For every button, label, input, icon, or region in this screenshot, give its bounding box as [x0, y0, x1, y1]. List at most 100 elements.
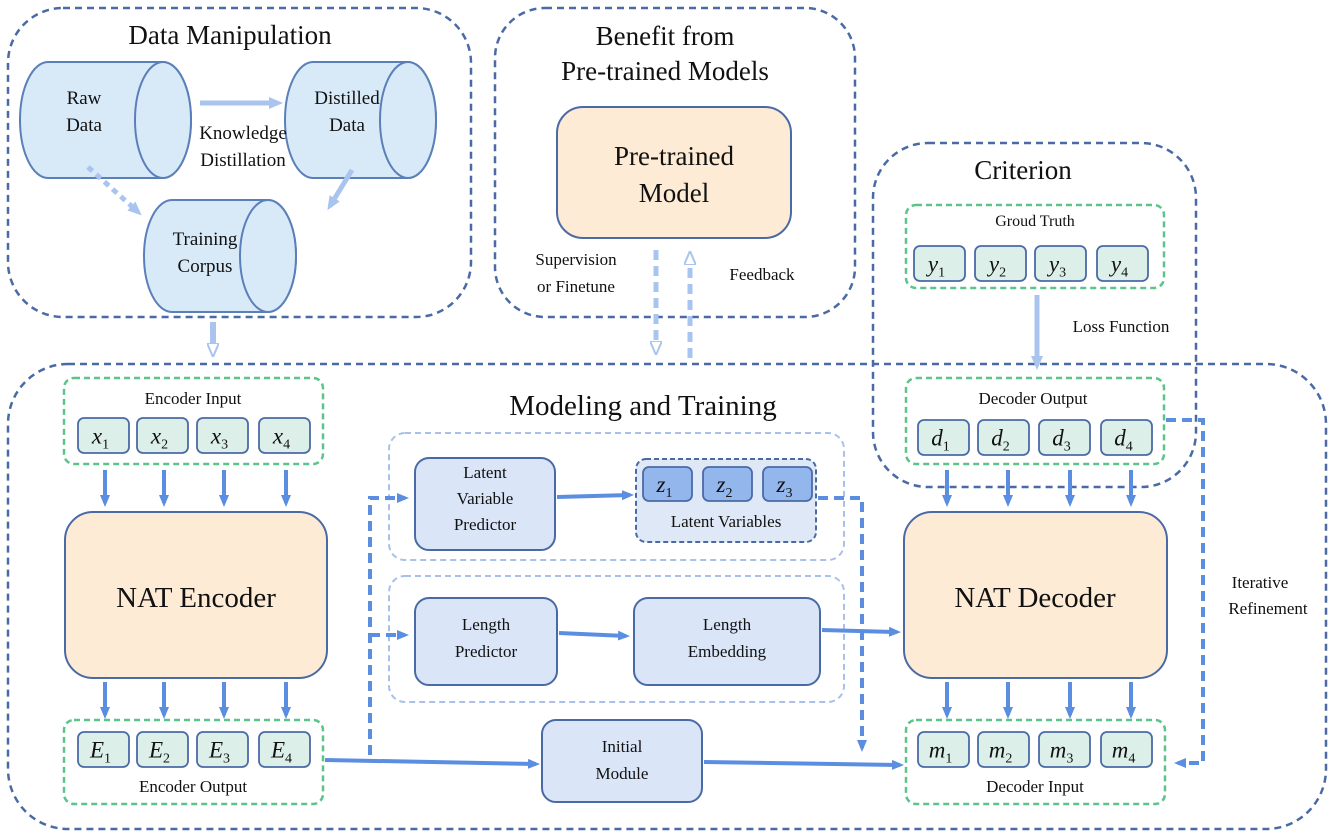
decoder-output-token-2: d2 — [977, 419, 1030, 456]
encoder-output-arrows — [100, 682, 291, 719]
modeling-training-panel — [6, 362, 1328, 831]
iterative-refinement-label-2: Refinement — [1228, 599, 1308, 618]
latent-variable-token-3: z3 — [762, 466, 813, 502]
training-corpus-cylinder: Training Corpus — [143, 199, 297, 313]
encoder-input-token-4: x4 — [258, 417, 311, 454]
loss-function-label: Loss Function — [1073, 317, 1170, 336]
feedback-label: Feedback — [729, 265, 795, 284]
criterion-panel — [871, 141, 1198, 489]
distilled-data-cylinder: Distilled Data — [284, 61, 437, 179]
data-manipulation-title: Data Manipulation — [128, 20, 332, 50]
encoder-input-label: Encoder Input — [145, 389, 242, 408]
length-embedding-label-2: Embedding — [688, 642, 767, 661]
modeling-training-title: Modeling and Training — [509, 390, 776, 422]
raw-data-cylinder: Raw Data — [19, 61, 192, 179]
initial-module-label-1: Initial — [602, 737, 643, 756]
supervision-label-1: Supervision — [535, 250, 617, 269]
data-manipulation-panel — [6, 6, 473, 319]
pretrained-title-line1: Benefit from — [596, 21, 735, 51]
decoder-output-token-3: d3 — [1038, 419, 1091, 456]
decoder-output-token-4: d4 — [1100, 419, 1153, 456]
latent-variable-token-1: z1 — [642, 466, 693, 502]
distilled-to-corpus-arrow — [327, 168, 355, 211]
length-embedding-label-1: Length — [703, 615, 752, 634]
training-corpus-label-2: Corpus — [178, 256, 233, 277]
length-predictor-label-1: Length — [462, 615, 511, 634]
length-embedding-to-decoder-arrow — [821, 626, 901, 637]
knowledge-distillation-label-1: Knowledge — [199, 123, 287, 144]
encoder-input-arrows — [100, 470, 291, 507]
decoder-input-token-2: m2 — [977, 731, 1030, 768]
encoder-branch-dashed — [368, 493, 409, 755]
ground-truth-token-2: y2 — [974, 245, 1027, 282]
encoder-output-token-2: E2 — [136, 731, 189, 768]
distilled-data-label-2: Data — [329, 115, 365, 136]
criterion-title: Criterion — [974, 155, 1072, 185]
initial-module-box — [541, 719, 703, 803]
decoder-output-token-1: d1 — [917, 419, 970, 456]
decoder-input-token-1: m1 — [917, 731, 970, 768]
encoder-input-group — [62, 376, 325, 466]
length-predictor-box — [414, 597, 558, 686]
latent-predictor-label-2: Variable — [457, 489, 514, 508]
latent-predictor-arrow — [556, 490, 634, 501]
initial-to-decoder-input-arrow — [703, 759, 904, 770]
encoder-output-label: Encoder Output — [139, 777, 247, 796]
encoder-output-token-4: E4 — [258, 731, 311, 768]
latent-to-decoder-dashed — [818, 496, 867, 752]
iterative-refinement-dashed — [1166, 418, 1205, 768]
supervision-label-2: or Finetune — [537, 277, 615, 296]
pretrained-models-panel — [493, 6, 857, 319]
decoder-output-arrows — [942, 470, 1136, 507]
decoder-input-group — [904, 718, 1167, 806]
latent-variable-predictor-box — [414, 457, 556, 551]
nat-encoder-label: NAT Encoder — [116, 582, 276, 614]
encoder-output-group — [62, 718, 325, 806]
latent-variables-label: Latent Variables — [671, 512, 782, 531]
pretrained-model-label-2: Model — [639, 178, 710, 208]
decoder-input-token-3: m3 — [1038, 731, 1091, 768]
decoder-input-label: Decoder Input — [986, 777, 1084, 796]
ground-truth-token-1: y1 — [913, 245, 966, 282]
iterative-refinement-label-1: Iterative — [1232, 573, 1289, 592]
encoder-input-token-3: x3 — [196, 417, 249, 454]
nat-decoder-label: NAT Decoder — [954, 582, 1116, 614]
length-embedding-box — [633, 597, 821, 686]
latent-predictor-label-3: Predictor — [454, 515, 517, 534]
encoder-to-initial-arrow — [324, 758, 540, 769]
knowledge-distillation-label-2: Distillation — [200, 150, 286, 171]
length-module-group — [388, 575, 845, 703]
distilled-data-label-1: Distilled — [314, 88, 380, 109]
pretrained-title-line2: Pre-trained Models — [561, 56, 769, 86]
latent-predictor-label-1: Latent — [463, 463, 507, 482]
raw-data-label-2: Data — [66, 115, 102, 136]
decoder-input-arrows — [942, 682, 1136, 719]
ground-truth-group — [904, 203, 1166, 290]
latent-variable-token-2: z2 — [702, 466, 753, 502]
ground-truth-label: Groud Truth — [995, 213, 1075, 230]
nat-decoder-box — [903, 511, 1168, 679]
raw-to-corpus-dotted-arrow — [86, 165, 142, 216]
ground-truth-token-3: y3 — [1034, 245, 1087, 282]
encoder-input-token-1: x1 — [77, 417, 130, 454]
ground-truth-token-4: y4 — [1096, 245, 1149, 282]
nat-encoder-box — [64, 511, 328, 679]
initial-module-label-2: Module — [596, 764, 649, 783]
decoder-output-group — [904, 376, 1166, 466]
training-corpus-label-1: Training — [173, 229, 238, 250]
length-predictor-arrow — [558, 630, 630, 641]
decoder-input-token-4: m4 — [1100, 731, 1153, 768]
pretrained-model-label-1: Pre-trained — [614, 141, 734, 171]
encoder-input-token-2: x2 — [136, 417, 189, 454]
pretrained-model-box — [556, 106, 792, 239]
raw-data-label-1: Raw — [67, 88, 102, 109]
encoder-output-token-3: E3 — [196, 731, 249, 768]
length-predictor-label-2: Predictor — [455, 642, 518, 661]
